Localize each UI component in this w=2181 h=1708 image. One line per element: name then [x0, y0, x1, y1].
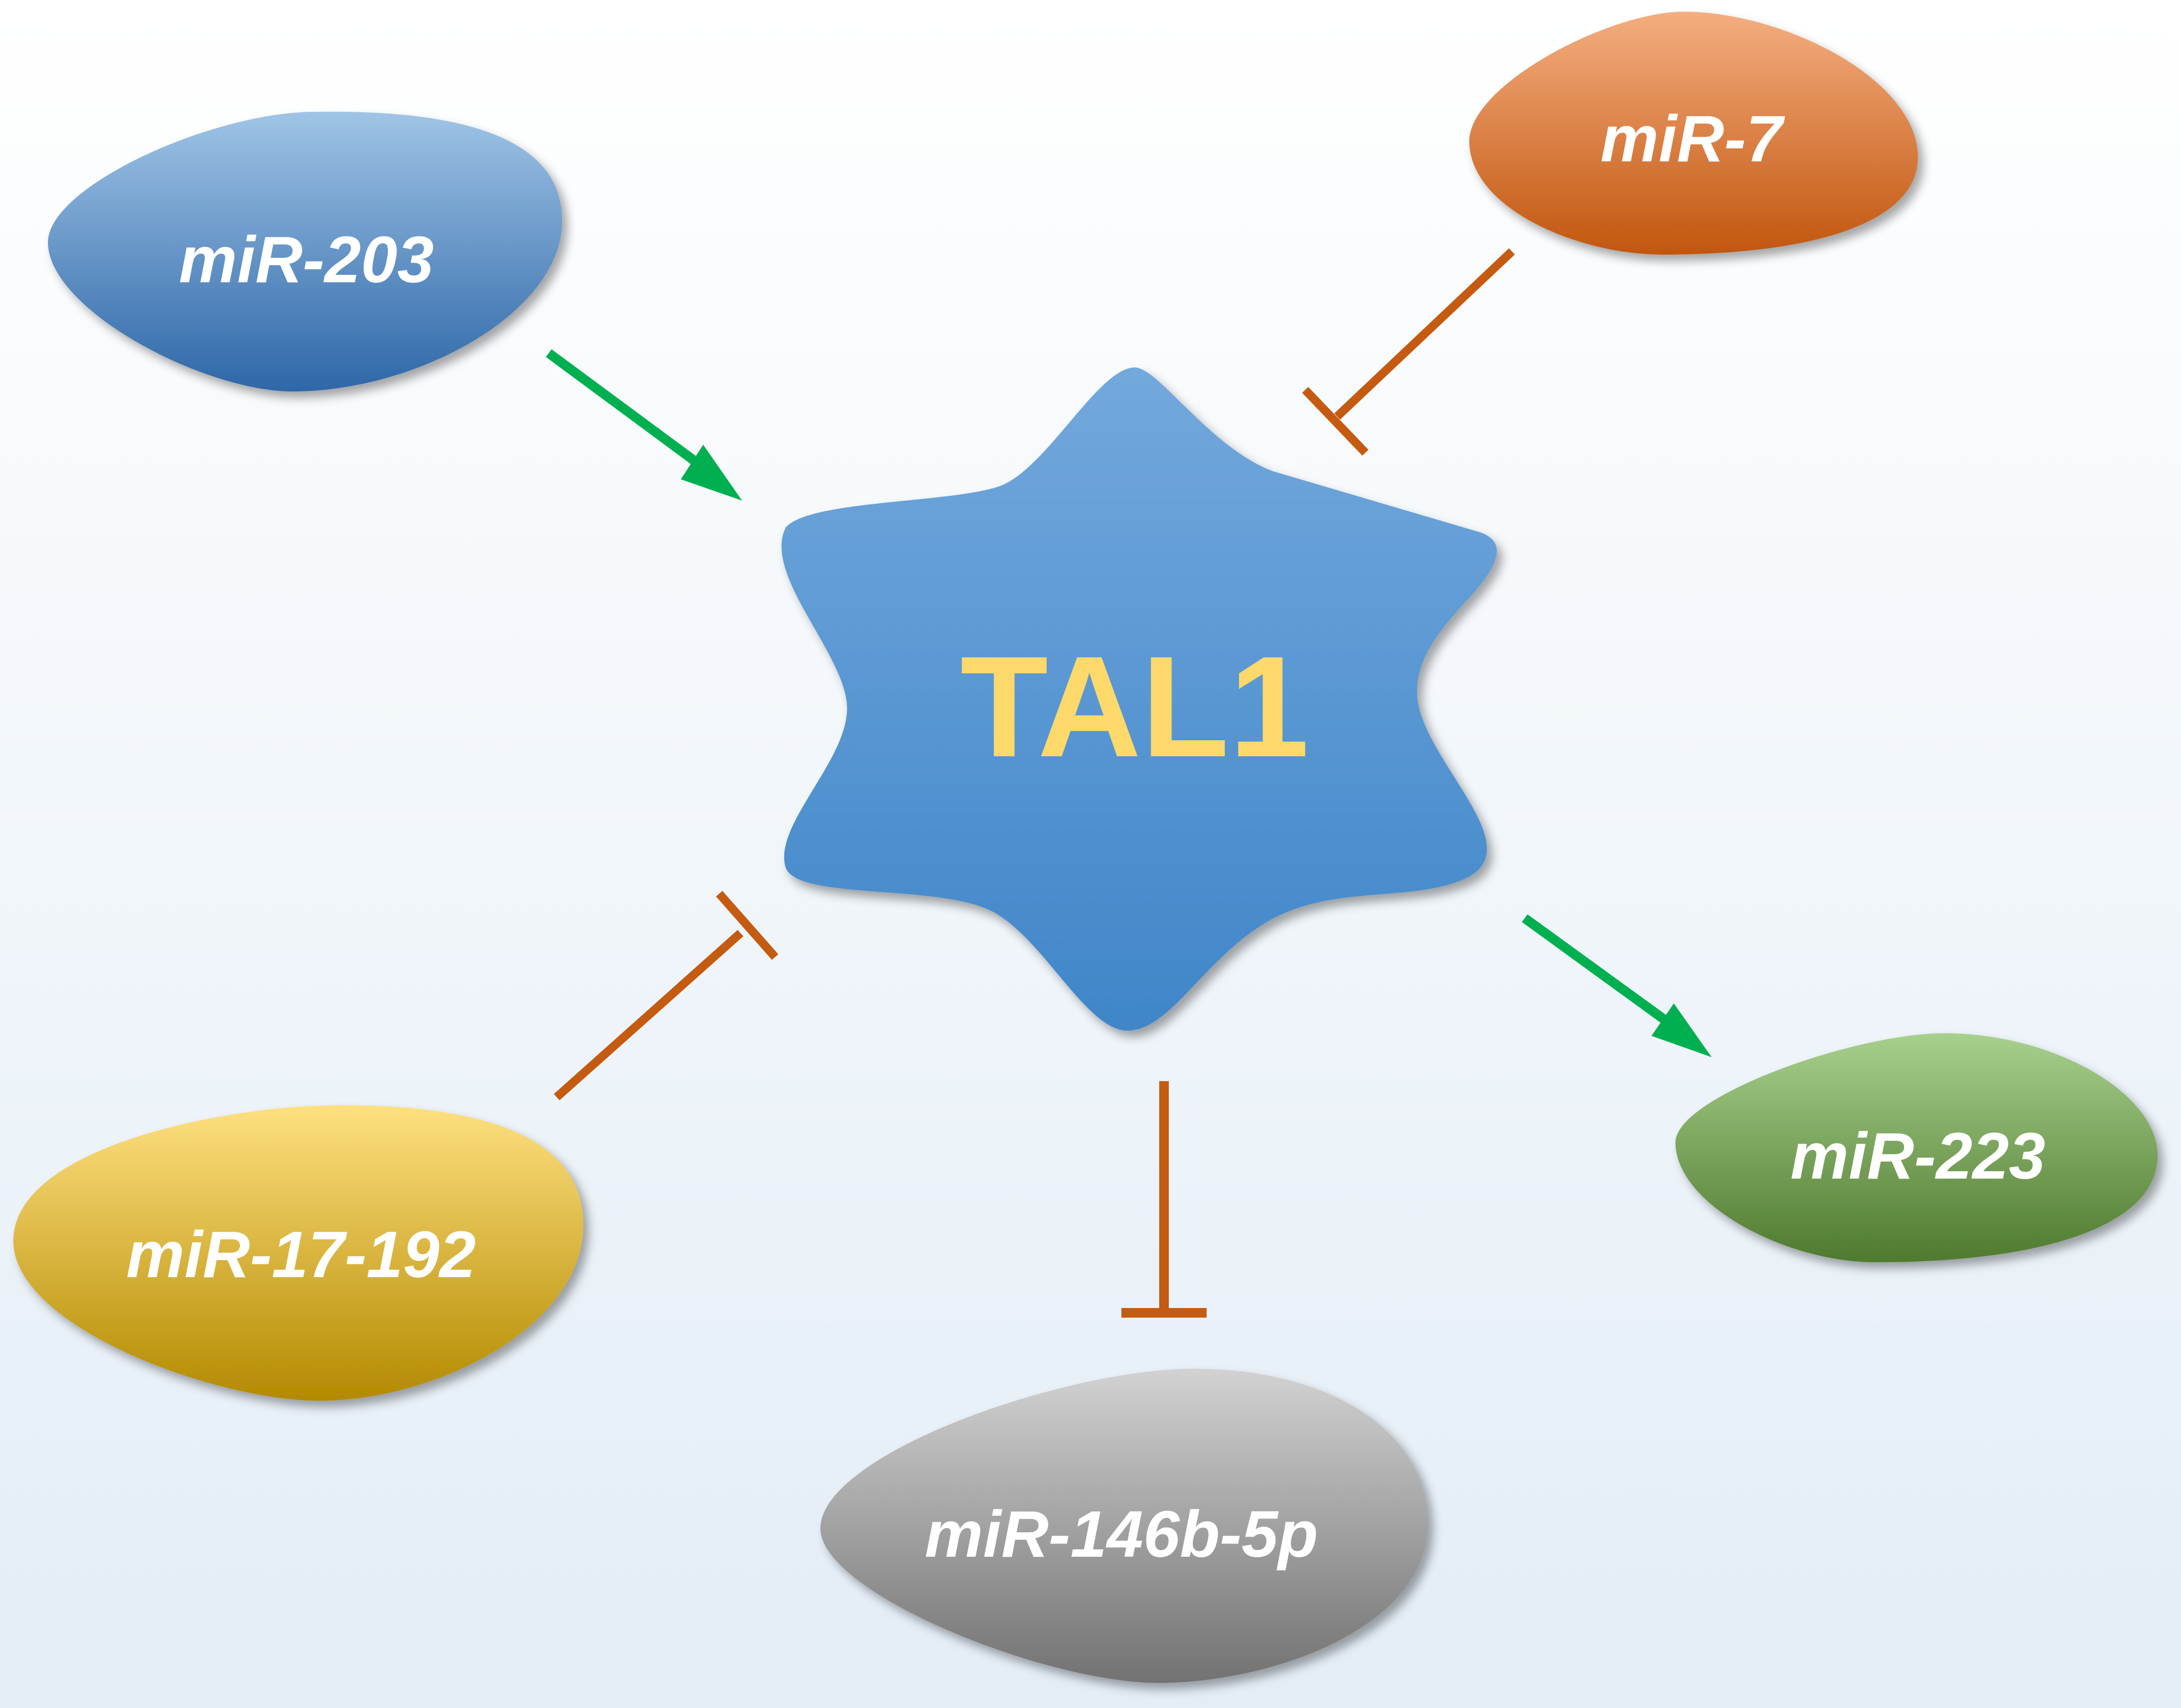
edge-mir-203-to-tal1 — [546, 349, 742, 501]
inhibition-bar-icon — [716, 890, 778, 960]
arrowhead-icon — [1651, 1003, 1712, 1057]
tal1-label: TAL1 — [961, 627, 1309, 787]
node-mir-146b-5p-label: miR-146b-5p — [925, 1498, 1318, 1571]
node-mir-7-shape — [1469, 12, 1918, 255]
edge-mir-203-line — [546, 349, 701, 468]
node-mir-203-label: miR-203 — [179, 224, 434, 297]
edge-mir-7-to-tal1 — [1302, 248, 1515, 456]
node-mir-203-shape — [48, 111, 563, 391]
inhibition-bar-icon — [1302, 387, 1369, 456]
node-mir-17-192-shape — [13, 1105, 583, 1401]
node-mir-223-label: miR-223 — [1791, 1120, 2046, 1193]
edge-tal1-to-mir-223 — [1521, 914, 1712, 1057]
arrowhead-icon — [681, 445, 742, 501]
node-mir-7-label: miR-7 — [1600, 103, 1785, 176]
tal1-star-shape — [782, 367, 1497, 1031]
edge-mir-223-line — [1521, 914, 1672, 1027]
edge-tal1-to-mir-146b-5p — [1121, 1081, 1207, 1318]
edge-mir-17-192-line — [554, 930, 744, 1100]
node-mir-223-shape — [1675, 1033, 2158, 1262]
edge-mir-17-192-to-tal1 — [554, 890, 778, 1100]
edge-mir-7-line — [1334, 248, 1515, 420]
node-mir-17-192-label: miR-17-192 — [126, 1219, 476, 1292]
node-mir-146b-5p-shape — [820, 1369, 1428, 1683]
